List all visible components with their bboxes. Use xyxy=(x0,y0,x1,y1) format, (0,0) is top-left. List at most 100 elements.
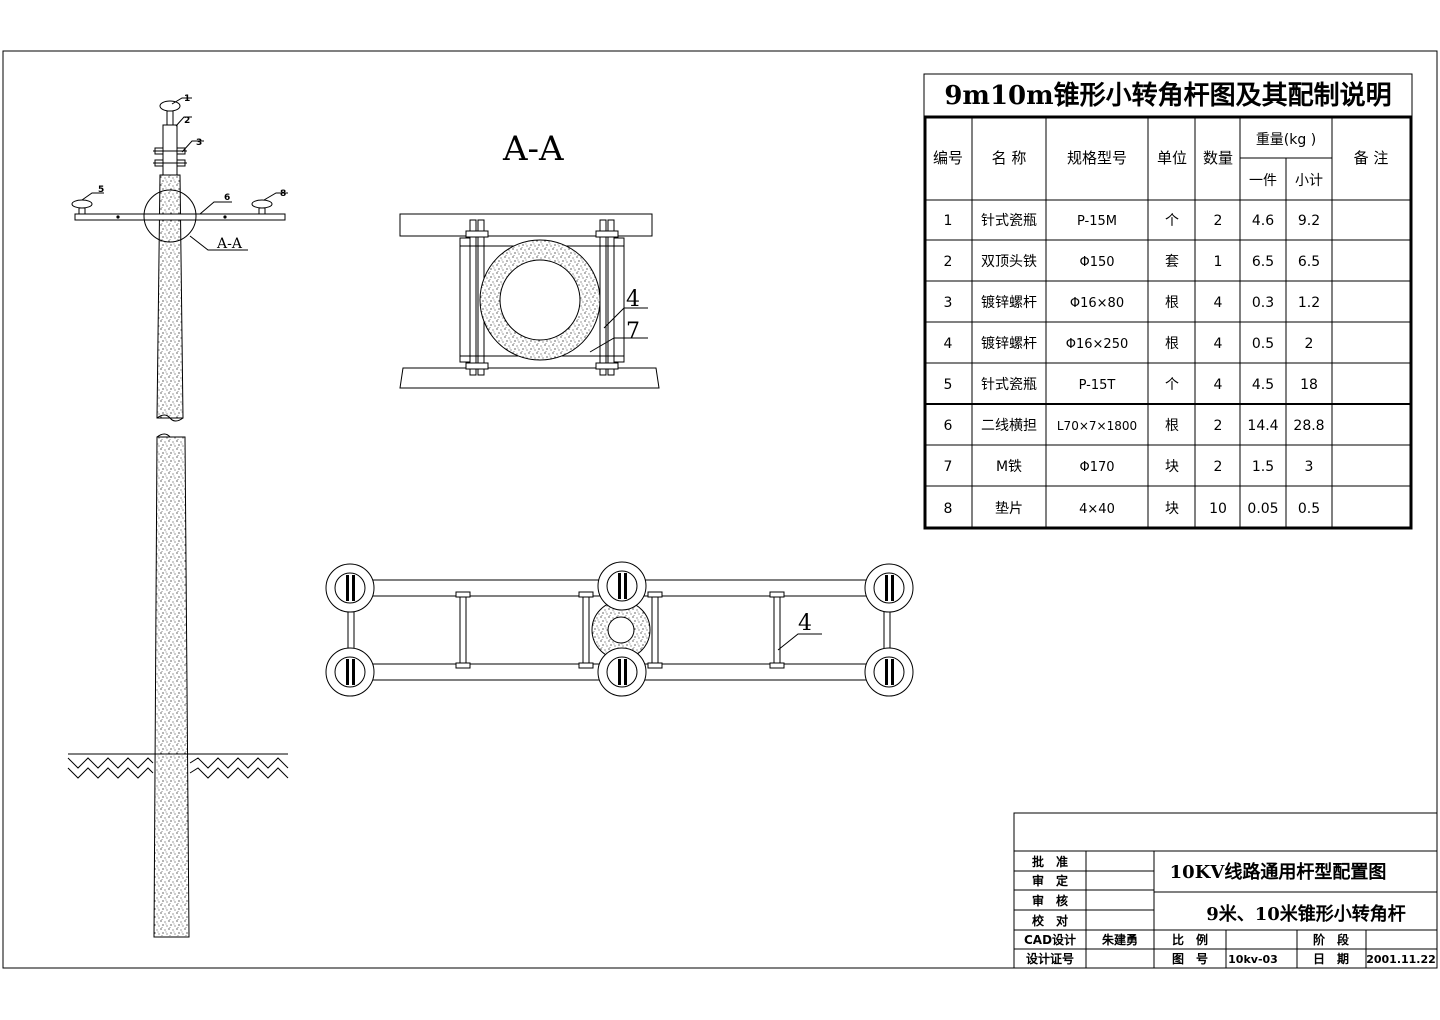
table-row: 1 针式瓷瓶 P-15M 个 2 4.6 9.2 xyxy=(944,213,1321,229)
callout-5: 5 xyxy=(98,185,104,195)
pole-break-upper xyxy=(156,414,184,422)
bom-header-spec: 规格型号 xyxy=(1067,149,1127,167)
title-block: 批 准 审 定 审 核 校 对 CAD设计 朱建勇 设计证号 10KV线路通用杆… xyxy=(1013,812,1438,969)
bolt-clamps xyxy=(153,147,187,167)
upper-crossarm-plate xyxy=(399,213,653,237)
section-a-a: A-A 4 7 xyxy=(399,129,660,389)
bom-cell-each: 0.05 xyxy=(1247,501,1278,517)
bom-cell-spec: 4×40 xyxy=(1079,502,1115,517)
bom-cell-each: 0.5 xyxy=(1252,336,1274,352)
bom-cell-name: M铁 xyxy=(996,459,1022,475)
bom-cell-unit: 根 xyxy=(1165,418,1179,434)
pole-hollow-core xyxy=(499,259,581,341)
bom-cell-no: 2 xyxy=(944,254,953,270)
callout-1: 1 xyxy=(184,94,190,104)
bom-cell-name: 二线横担 xyxy=(981,418,1037,434)
tb-date-label: 日 期 xyxy=(1313,951,1349,966)
bom-header-weight: 重量(kg ) xyxy=(1256,132,1316,148)
bom-cell-spec: L70×7×1800 xyxy=(1057,419,1137,433)
bom-cell-unit: 个 xyxy=(1165,213,1179,229)
bom-cell-subtotal: 2 xyxy=(1305,336,1314,352)
bom-header-no: 编号 xyxy=(933,149,963,167)
side-insulator-right xyxy=(251,199,273,215)
bom-cell-no: 7 xyxy=(944,459,953,475)
tb-drawing-no-label: 图 号 xyxy=(1172,951,1208,966)
table-row: 4 镀锌螺杆 Φ16×250 根 4 0.5 2 xyxy=(944,335,1314,352)
tb-date: 2001.11.22 xyxy=(1366,953,1436,966)
leader-lines xyxy=(81,97,288,251)
crossarm xyxy=(74,213,286,221)
section-callout-4: 4 xyxy=(626,287,640,312)
bom-cell-no: 3 xyxy=(944,295,953,311)
bom-cell-qty: 2 xyxy=(1214,459,1223,475)
bom-cell-qty: 2 xyxy=(1214,418,1223,434)
bom-cell-each: 1.5 xyxy=(1252,459,1274,475)
section-marker-label: A-A xyxy=(216,236,243,252)
bom-cell-unit: 块 xyxy=(1165,459,1179,475)
bom-cell-name: 针式瓷瓶 xyxy=(981,213,1037,229)
bom-cell-no: 5 xyxy=(944,377,953,393)
tb-review: 审 核 xyxy=(1032,893,1068,908)
bom-cell-name: 针式瓷瓶 xyxy=(981,377,1037,393)
bom-cell-each: 4.5 xyxy=(1252,377,1274,393)
bom-cell-qty: 4 xyxy=(1214,377,1223,393)
plan-callout-4: 4 xyxy=(798,611,812,636)
bom-cell-name: 镀锌螺杆 xyxy=(981,294,1037,311)
bom-cell-no: 6 xyxy=(944,418,953,434)
section-title: A-A xyxy=(502,129,564,169)
detail-circle-a xyxy=(143,189,197,243)
bom-cell-subtotal: 18 xyxy=(1300,377,1318,393)
bom-cell-unit: 套 xyxy=(1165,254,1179,270)
bom-cell-subtotal: 6.5 xyxy=(1298,254,1320,270)
bom-header-each: 一件 xyxy=(1249,173,1277,189)
bom-cell-no: 1 xyxy=(944,213,953,229)
table-row: 8 垫片 4×40 块 10 0.05 0.5 xyxy=(944,501,1321,517)
bom-cell-subtotal: 28.8 xyxy=(1293,418,1324,434)
callout-2: 2 xyxy=(184,116,190,126)
plan-view: 4 xyxy=(325,561,914,697)
sheet-border xyxy=(2,50,1438,969)
table-row: 3 镀锌螺杆 Φ16×80 根 4 0.3 1.2 xyxy=(944,294,1321,311)
pole-elevation: 1 2 3 5 6 8 A-A xyxy=(67,94,289,938)
bom-header-subtotal: 小计 xyxy=(1295,173,1323,189)
tb-proof: 校 对 xyxy=(1032,913,1068,928)
section-callout-7: 7 xyxy=(626,319,640,344)
bom-cell-name: 镀锌螺杆 xyxy=(981,335,1037,352)
pole-upper xyxy=(156,174,184,419)
bom-cell-subtotal: 3 xyxy=(1305,459,1314,475)
tb-title-sub: 9米、10米锥形小转角杆 xyxy=(1206,903,1406,925)
bom-cell-name: 双顶头铁 xyxy=(981,254,1037,270)
bom-cell-qty: 2 xyxy=(1214,213,1223,229)
bom-cell-spec: P-15T xyxy=(1079,378,1116,393)
bom-cell-no: 8 xyxy=(944,501,953,517)
bom-cell-each: 14.4 xyxy=(1247,418,1278,434)
bom-cell-name: 垫片 xyxy=(995,501,1023,517)
tb-title-main: 10KV线路通用杆型配置图 xyxy=(1170,861,1387,883)
top-bracket xyxy=(162,124,178,176)
bom-cell-spec: Φ16×250 xyxy=(1066,337,1128,352)
plan-insulators xyxy=(325,561,914,697)
tb-cert-label: 设计证号 xyxy=(1026,951,1074,966)
table-row: 6 二线横担 L70×7×1800 根 2 14.4 28.8 xyxy=(944,418,1325,434)
lower-crossarm-plate xyxy=(399,367,660,389)
table-row: 5 针式瓷瓶 P-15T 个 4 4.5 18 xyxy=(944,377,1318,393)
callout-3: 3 xyxy=(196,138,202,148)
bom-cell-qty: 4 xyxy=(1214,336,1223,352)
tb-approve: 批 准 xyxy=(1032,854,1068,869)
top-insulator xyxy=(159,100,181,126)
bom-cell-each: 0.3 xyxy=(1252,295,1274,311)
bom-cell-unit: 根 xyxy=(1165,295,1179,311)
bom-cell-unit: 个 xyxy=(1165,377,1179,393)
table-row: 2 双顶头铁 Φ150 套 1 6.5 6.5 xyxy=(944,254,1321,270)
bom-cell-qty: 10 xyxy=(1209,501,1227,517)
bom-header-name: 名 称 xyxy=(992,149,1027,167)
bom-cell-spec: Φ150 xyxy=(1079,255,1114,270)
tb-cad-label: CAD设计 xyxy=(1024,932,1076,947)
tb-stage-label: 阶 段 xyxy=(1313,932,1350,947)
bom-cell-unit: 块 xyxy=(1165,501,1179,517)
bom-table: 9m10m锥形小转角杆图及其配制说明 编号 名 称 规格型号 单位 数量 xyxy=(923,73,1413,530)
bom-header-unit: 单位 xyxy=(1157,149,1187,167)
bom-cell-each: 4.6 xyxy=(1252,213,1274,229)
bom-cell-subtotal: 1.2 xyxy=(1298,295,1320,311)
bom-cell-qty: 4 xyxy=(1214,295,1223,311)
